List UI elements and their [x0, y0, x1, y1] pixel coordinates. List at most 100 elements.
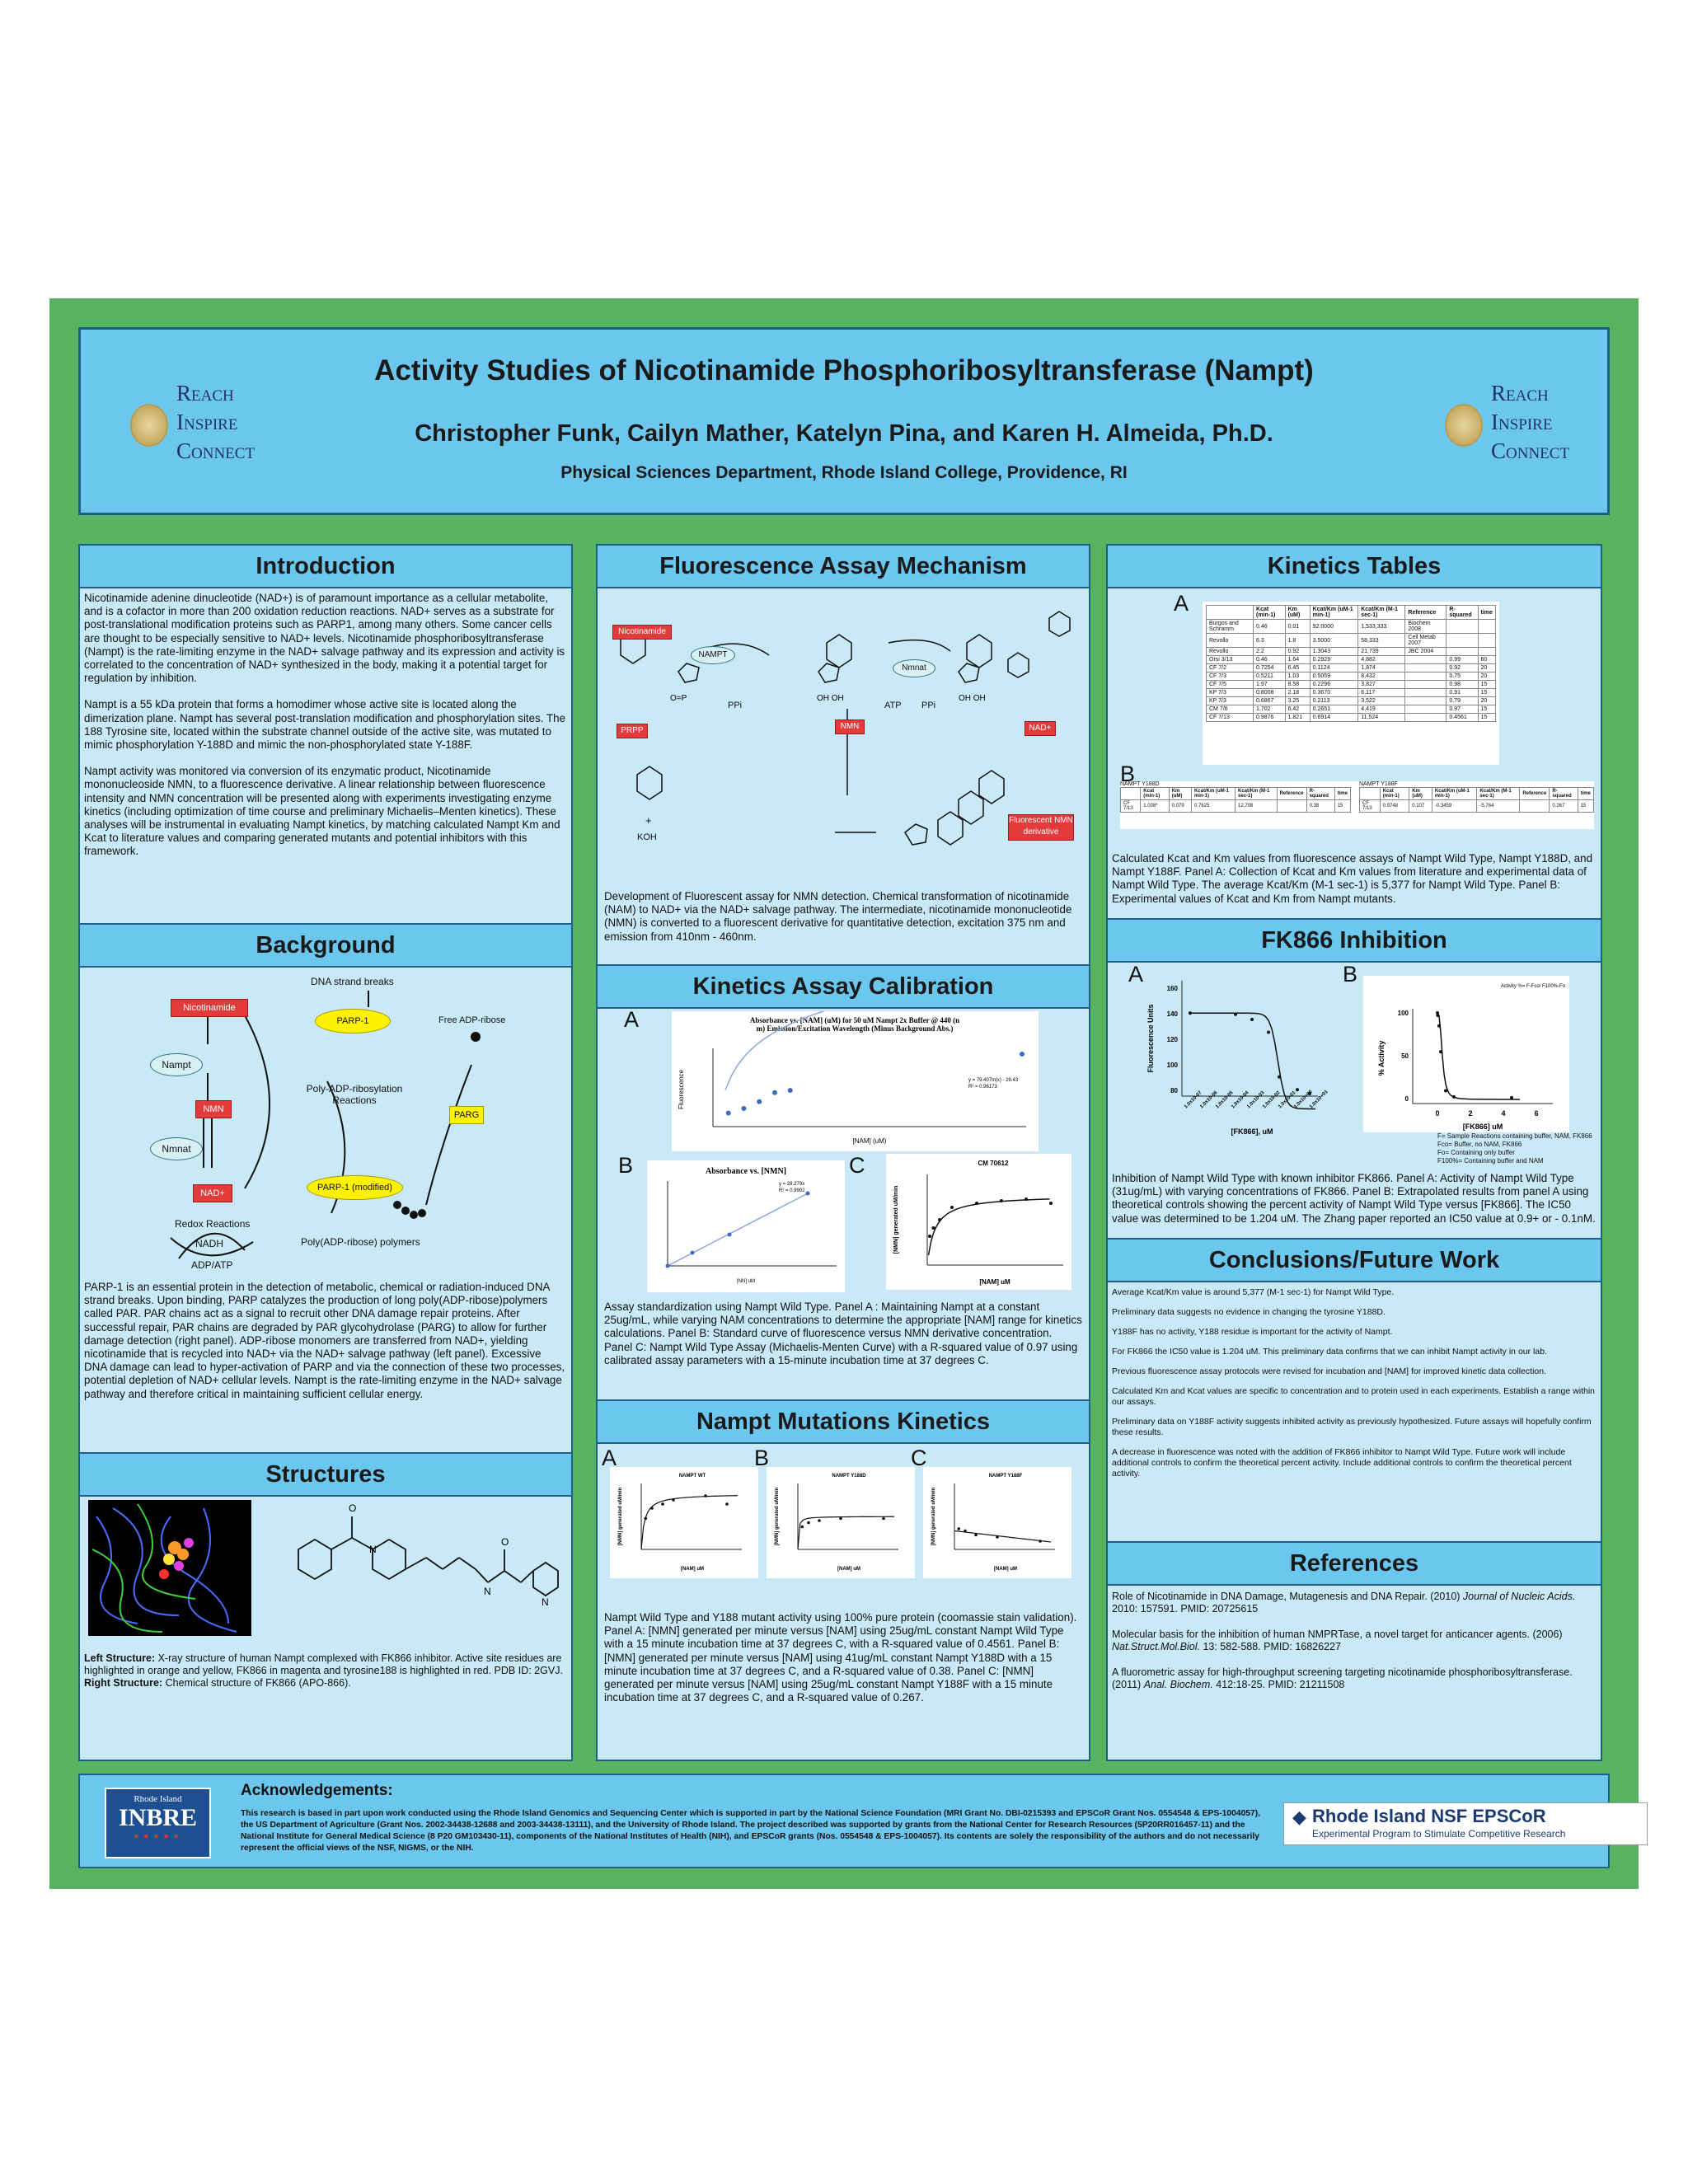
data-point	[644, 1516, 647, 1521]
conclusion-item: A decrease in fluorescence was noted wit…	[1112, 1447, 1572, 1479]
nicotinamide-label: Nicotinamide	[171, 999, 248, 1017]
data-point	[805, 1191, 810, 1196]
data-point	[839, 1516, 842, 1521]
data-point	[1510, 1095, 1513, 1099]
reference-text: Molecular basis for the inhibition of hu…	[1112, 1629, 1563, 1640]
conclusion-item: Y188F has no activity, Y188 residue is i…	[1112, 1327, 1393, 1337]
table-cell: 1.97	[1253, 680, 1286, 689]
table-cell: 0.6914	[1309, 713, 1359, 722]
acknowledgements-title: Acknowledgements:	[241, 1782, 393, 1799]
data-point	[741, 1106, 747, 1111]
table-cell: 0.267	[1549, 799, 1578, 813]
trendline	[724, 1011, 826, 1090]
nampt-xray-structure-image	[88, 1500, 251, 1636]
left-column-panel: Introduction Nicotinamide adenine dinucl…	[78, 544, 573, 1761]
svg-text:OH OH: OH OH	[959, 694, 986, 703]
prpp-label: PRPP	[617, 724, 648, 738]
r-squared-label: R² = 0.9902	[779, 1188, 805, 1193]
table-cell: 3,522	[1357, 696, 1406, 705]
table-cell	[1404, 680, 1447, 689]
right-column-panel: Kinetics Tables A Kcat (min-1)Km (uM)Kca…	[1106, 544, 1602, 1761]
table-cell: 3.25	[1284, 696, 1311, 705]
plus-sign: +	[645, 814, 652, 827]
redox-label: Redox Reactions	[175, 1218, 251, 1230]
poster-affiliation: Physical Sciences Department, Rhode Isla…	[560, 463, 1128, 482]
table-cell: 0.2929	[1309, 655, 1359, 664]
table-header-cell: R-squared	[1446, 605, 1479, 620]
table-cell: KP 7/3	[1205, 696, 1254, 705]
table-cell: 0.2113	[1309, 696, 1359, 705]
kinetics-table-a-figure: Kcat (min-1)Km (uM)Kcat/Km (uM-1 min-1)K…	[1203, 602, 1499, 765]
data-point	[818, 1519, 821, 1522]
ric-logo-left: Reach Inspire Connect	[130, 379, 279, 470]
data-point	[665, 1263, 670, 1268]
mutation-chart-y188f: NAMPT Y188F[NAM] uM[NMN] generated uM/mi…	[923, 1467, 1071, 1578]
nmnat-enzyme-label: Nmnat	[893, 659, 935, 677]
table-cell: Cell Metab 2007	[1404, 633, 1447, 648]
table-header-cell	[1205, 605, 1254, 620]
chart-title: NAMPT WT	[679, 1474, 706, 1479]
table-cell: 1.702	[1253, 705, 1286, 714]
table-cell	[1404, 688, 1447, 697]
table-header-cell	[1359, 787, 1381, 800]
table-cell: 0.5211	[1253, 672, 1286, 681]
kinetics-table-b-figure: NAMPT Y188D Kcat (min-1)Km (uM)Kcat/Km (…	[1120, 781, 1594, 829]
x-axis-label: [NAM] uM	[837, 1567, 860, 1572]
table-header-cell	[1120, 787, 1142, 800]
table-header-cell: Kcat/Km (M-1 sec-1)	[1235, 787, 1278, 800]
data-point	[757, 1099, 762, 1104]
table-cell: 0.92	[1284, 647, 1311, 656]
data-point	[1439, 1050, 1442, 1054]
table-cell: 0.92	[1446, 663, 1479, 673]
table-cell: 0.079	[1168, 799, 1192, 813]
table-cell: 0.46	[1253, 655, 1286, 664]
percent-activity-curve	[1437, 1012, 1521, 1100]
structures-caption: Left Structure: X-ray structure of human…	[84, 1652, 566, 1690]
fluorescence-mechanism-figure: O=P OH OH OH OH Nicotinamide PRPP NAMPT …	[604, 593, 1082, 880]
table-cell: 0.4561	[1446, 713, 1479, 722]
pathway-arrows	[170, 991, 481, 1259]
fluorescence-caption: Development of Fluorescent assay for NMN…	[604, 890, 1072, 943]
y-axis-label: [NMN] generated uM/min	[893, 1186, 899, 1254]
table-header-cell: Kcat (min-1)	[1379, 787, 1410, 800]
x-axis-label: [NAM] uM	[979, 1278, 1010, 1286]
nmnat-enzyme-label: Nmnat	[150, 1137, 203, 1160]
data-point	[882, 1516, 885, 1521]
svg-text:N: N	[542, 1596, 549, 1608]
parp1-modified-label: PARP-1 (modified)	[307, 1175, 403, 1200]
table-cell: CM 7/6	[1205, 705, 1254, 714]
table-cell: 15	[1577, 799, 1594, 813]
polymers-label: Poly(ADP-ribose) polymers	[301, 1236, 420, 1248]
poster-background: Reach Inspire Connect Reach Inspire Conn…	[49, 298, 1648, 1889]
svg-text:N: N	[369, 1544, 377, 1555]
table-header-cell: time	[1334, 787, 1352, 800]
data-point	[772, 1090, 777, 1095]
equation-label: y = 28.279x	[779, 1182, 804, 1187]
table-cell: 1.8	[1284, 633, 1311, 648]
nadh-label: NADH	[195, 1238, 224, 1249]
data-point	[1189, 1011, 1192, 1015]
panel-label: A	[602, 1446, 617, 1470]
epscor-logo-subtext: Experimental Program to Stimulate Compet…	[1312, 1828, 1566, 1840]
x-axis-label: [NAM] uM	[681, 1567, 704, 1572]
y-axis-label: [NMN] generated uM/min	[775, 1487, 780, 1545]
conclusions-list: Average Kcat/Km value is around 5,377 (M…	[1112, 1287, 1597, 1488]
data-point	[1436, 1014, 1440, 1018]
table-cell: CF 7/13	[1120, 799, 1142, 813]
ppi-label: PPi	[728, 701, 743, 710]
calibration-chart-a: Absorbance vs. [NAM] (uM) for 50 uM Namp…	[672, 1011, 1039, 1151]
x-axis-label: [NN] uM	[737, 1279, 755, 1284]
table-cell: 0.2651	[1309, 705, 1359, 714]
koh-label: KOH	[637, 832, 657, 842]
table-cell: 0.75	[1446, 672, 1479, 681]
x-tick-label: 2	[1468, 1109, 1472, 1118]
table-cell: 0.38	[1306, 799, 1335, 813]
reference-text: 2010: 157591. PMID: 20725615	[1112, 1603, 1259, 1615]
table-cell: 0.7625	[1190, 799, 1236, 813]
data-point	[931, 1226, 935, 1230]
conclusion-item: Average Kcat/Km value is around 5,377 (M…	[1112, 1287, 1395, 1297]
caption-label: Left Structure:	[84, 1652, 156, 1664]
panel-label: B	[1120, 762, 1136, 786]
